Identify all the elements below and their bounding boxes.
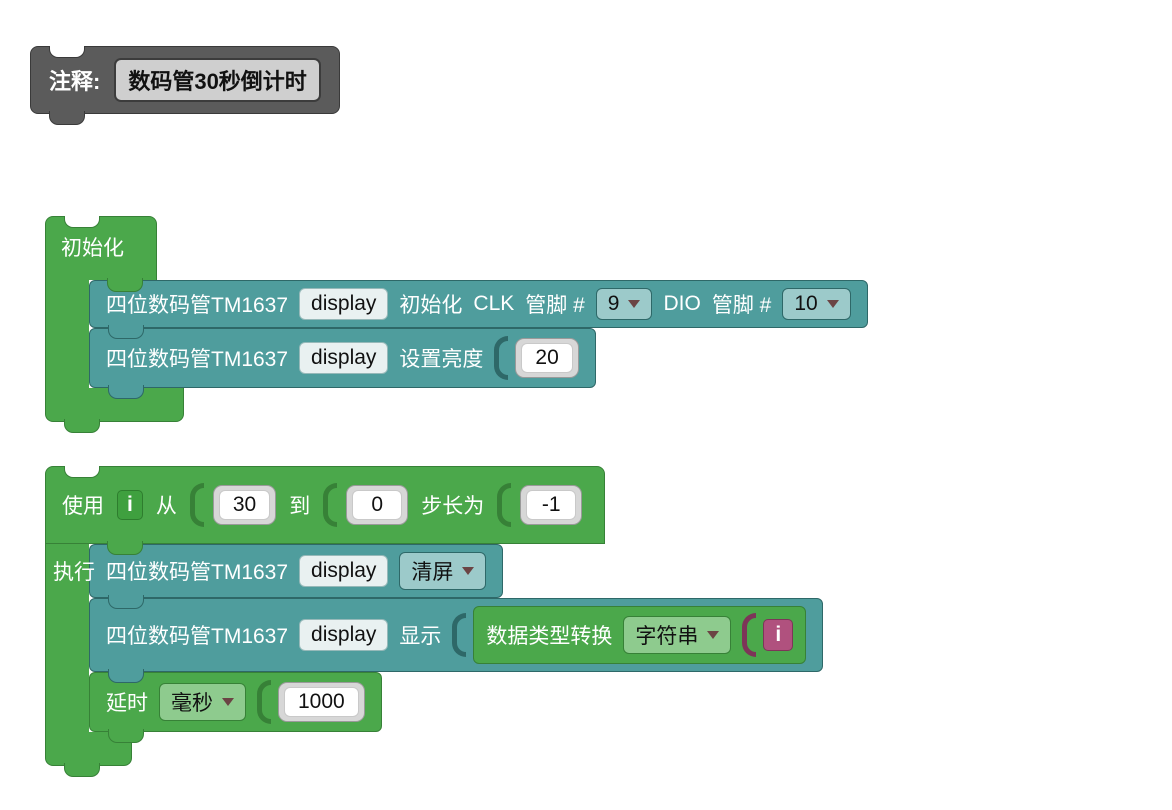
from-number-block[interactable]: 30 [212, 485, 277, 525]
initialize-header[interactable]: 初始化 [45, 216, 157, 292]
dio-pin-dropdown[interactable]: 10 [782, 288, 851, 320]
show-action-label: 显示 [399, 625, 442, 648]
bottom-tab [108, 669, 144, 683]
display-variable-field[interactable]: display [299, 342, 389, 374]
top-notch [64, 216, 100, 228]
tm1637-brightness-block[interactable]: 四位数码管TM1637 display 设置亮度 20 [89, 328, 596, 399]
dropdown-arrow-icon [462, 567, 475, 575]
delay-label: 延时 [106, 692, 148, 715]
loop-variable-block[interactable]: i [117, 490, 143, 520]
value-input-socket [257, 680, 271, 724]
dio-pin-value: 10 [794, 292, 818, 315]
from-value[interactable]: 30 [218, 490, 271, 520]
clk-pin-label: 管脚 # [525, 294, 585, 317]
bottom-tab [64, 419, 100, 433]
bottom-tab [108, 385, 144, 399]
statement-connector-tab [107, 278, 143, 292]
block-name-label: 四位数码管TM1637 [106, 294, 289, 317]
brightness-number-block[interactable]: 20 [515, 338, 579, 378]
value-input-socket [452, 613, 467, 657]
block-name-label: 四位数码管TM1637 [106, 561, 289, 584]
block-name-label: 四位数码管TM1637 [106, 625, 289, 648]
step-label: 步长为 [421, 495, 485, 518]
initialize-left-spine [45, 280, 89, 388]
top-notch [49, 46, 85, 58]
do-label: 执行 [53, 561, 95, 584]
bottom-tab [108, 729, 144, 743]
variable-i-block[interactable]: i [763, 619, 794, 651]
top-notch [64, 466, 100, 478]
init-action-label: 初始化 [399, 294, 463, 317]
comment-block[interactable]: 注释: 数码管30秒倒计时 [30, 46, 340, 125]
tm1637-show-block[interactable]: 四位数码管TM1637 display 显示 数据类型转换 字符串 i [89, 598, 824, 683]
bottom-tab [108, 595, 144, 609]
tm1637-clear-block[interactable]: 四位数码管TM1637 display 清屏 [89, 544, 504, 609]
clear-action-value: 清屏 [411, 561, 454, 584]
brightness-action-label: 设置亮度 [399, 348, 484, 371]
value-input-socket [494, 336, 509, 380]
display-variable-field[interactable]: display [299, 619, 389, 651]
type-convert-label: 数据类型转换 [486, 625, 613, 648]
for-loop-header[interactable]: 使用 i 从 30 到 0 步长为 -1 [45, 466, 606, 555]
use-label: 使用 [62, 495, 104, 518]
dropdown-arrow-icon [707, 631, 720, 639]
bottom-tab [108, 325, 144, 339]
display-variable-field[interactable]: display [299, 555, 389, 587]
bottom-tab [64, 763, 100, 777]
step-value[interactable]: -1 [526, 490, 577, 520]
initialize-block[interactable]: 初始化 四位数码管TM1637 display 初始化 CLK 管脚 # 9 D… [45, 216, 868, 433]
type-convert-block[interactable]: 数据类型转换 字符串 i [473, 606, 807, 664]
comment-label: 注释: [49, 69, 101, 94]
from-label: 从 [155, 495, 177, 518]
delay-unit-value: 毫秒 [171, 692, 213, 715]
to-label: 到 [289, 495, 311, 518]
value-input-socket [323, 483, 338, 527]
delay-unit-dropdown[interactable]: 毫秒 [159, 683, 246, 721]
value-input-socket [742, 613, 757, 657]
step-number-block[interactable]: -1 [520, 485, 583, 525]
dropdown-arrow-icon [628, 300, 641, 308]
clk-pin-dropdown[interactable]: 9 [595, 288, 653, 320]
delay-number-block[interactable]: 1000 [278, 682, 365, 722]
convert-type-value: 字符串 [635, 625, 699, 648]
convert-type-dropdown[interactable]: 字符串 [623, 616, 732, 654]
dio-pin-label: 管脚 # [711, 294, 772, 317]
clear-action-dropdown[interactable]: 清屏 [399, 552, 487, 590]
value-input-socket [189, 483, 204, 527]
block-name-label: 四位数码管TM1637 [106, 348, 289, 371]
clk-label: CLK [473, 292, 515, 315]
dio-label: DIO [663, 292, 701, 315]
for-loop-block[interactable]: 使用 i 从 30 到 0 步长为 -1 执行 [45, 466, 824, 777]
value-input-socket [497, 483, 512, 527]
clk-pin-value: 9 [607, 292, 620, 315]
statement-connector-tab [107, 541, 143, 555]
dropdown-arrow-icon [222, 698, 234, 706]
delay-value[interactable]: 1000 [284, 687, 359, 717]
display-variable-field[interactable]: display [299, 288, 389, 320]
comment-text-field[interactable]: 数码管30秒倒计时 [114, 58, 321, 102]
loop-left-spine: 执行 [45, 544, 95, 732]
brightness-value[interactable]: 20 [521, 343, 573, 373]
initialize-footer [45, 388, 184, 433]
tm1637-init-block[interactable]: 四位数码管TM1637 display 初始化 CLK 管脚 # 9 DIO 管… [89, 280, 868, 339]
bottom-tab [49, 111, 85, 125]
to-number-block[interactable]: 0 [346, 485, 409, 525]
dropdown-arrow-icon [826, 300, 839, 308]
to-value[interactable]: 0 [352, 490, 403, 520]
initialize-label: 初始化 [61, 237, 124, 260]
